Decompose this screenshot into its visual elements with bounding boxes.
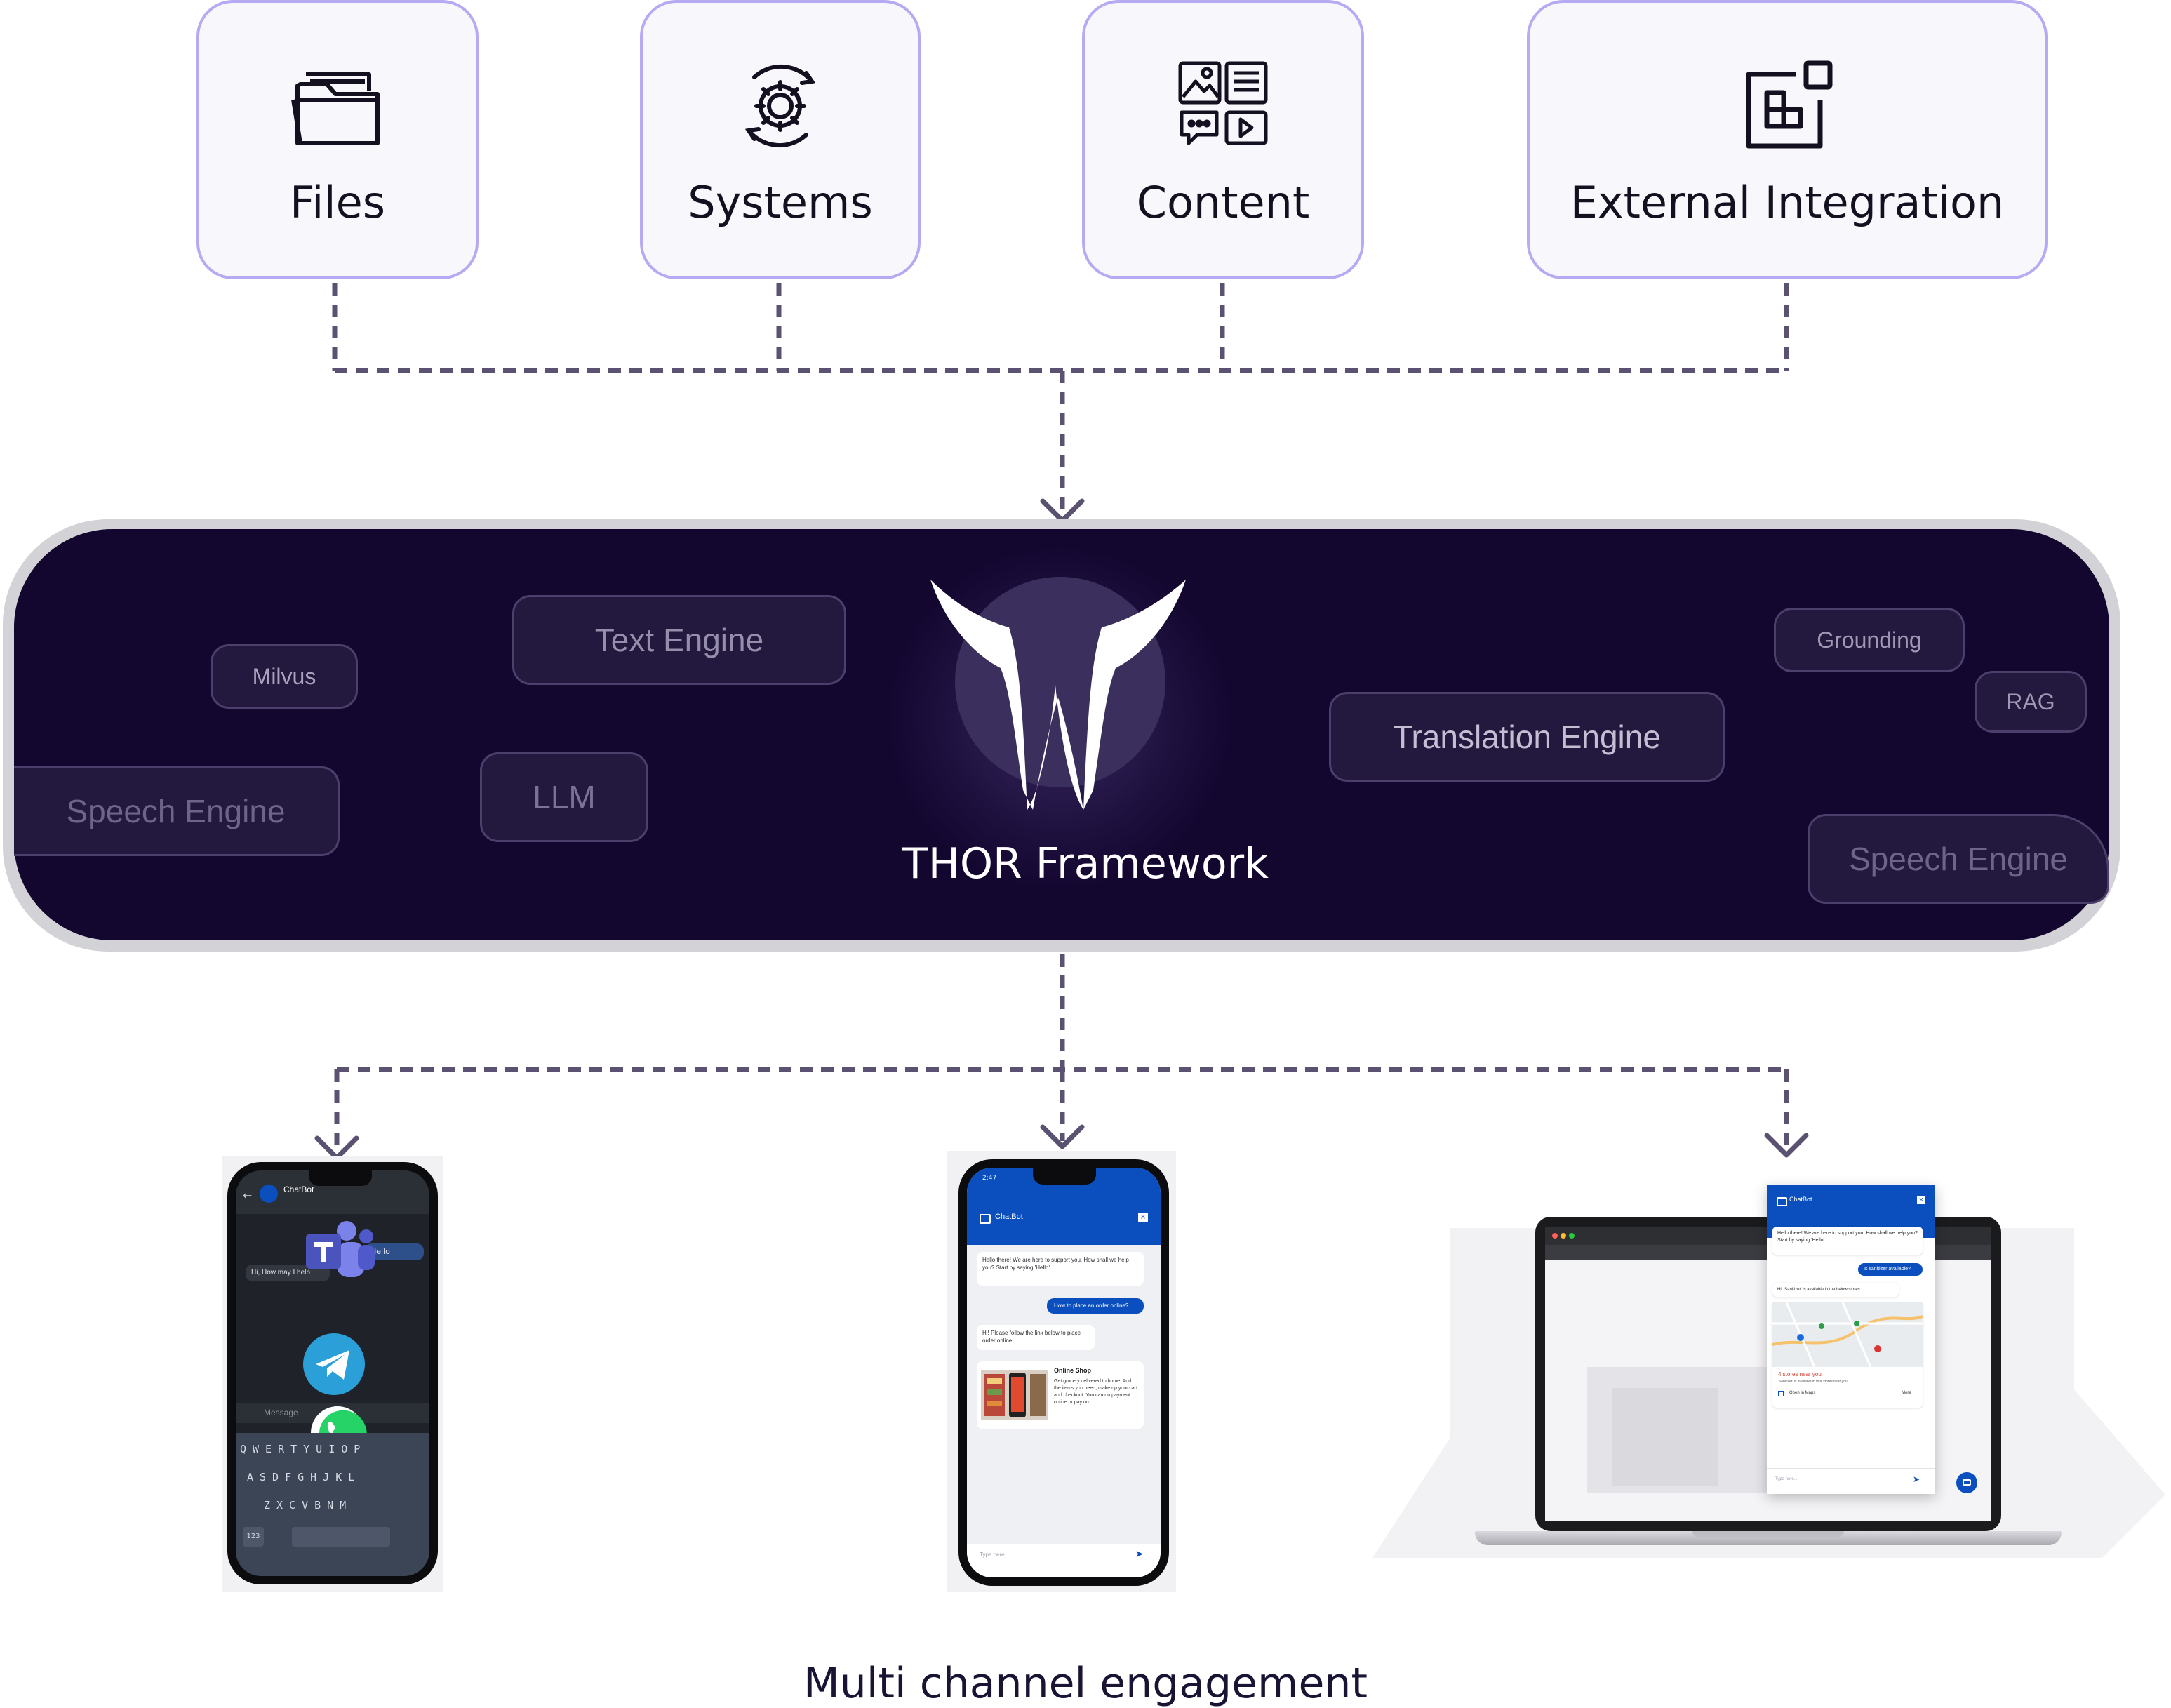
chat-icon xyxy=(980,1214,991,1224)
chip-translation-engine: Translation Engine xyxy=(1329,692,1725,782)
center-phone-screen: 2:47 ChatBot × Hello there! We are here … xyxy=(967,1168,1161,1577)
stores-card[interactable]: 4 stores near you 'Sanitizer' is availab… xyxy=(1772,1302,1923,1408)
close-icon[interactable]: × xyxy=(1138,1213,1148,1222)
status-time: 2:47 xyxy=(982,1175,997,1182)
center-phone: 2:47 ChatBot × Hello there! We are here … xyxy=(958,1159,1169,1586)
center-user-bubble: How to place an order online? xyxy=(1047,1298,1144,1314)
keyboard-num-key[interactable]: 123 xyxy=(243,1527,264,1547)
chip-grounding: Grounding xyxy=(1774,608,1965,672)
chip-speech-engine-left: Speech Engine xyxy=(14,766,340,856)
teams-icon[interactable] xyxy=(300,1218,378,1281)
window-close-dot[interactable] xyxy=(1552,1233,1558,1239)
source-label: Content xyxy=(1136,177,1310,228)
chip-text-engine: Text Engine xyxy=(512,595,846,685)
arrow-head-center-phone xyxy=(1040,1124,1085,1149)
keyboard-row-1[interactable]: QWERTYUIOP xyxy=(240,1443,367,1455)
left-phone: ← ChatBot Hello Hi, How may I help Messa… xyxy=(227,1162,438,1584)
left-bot-name: ChatBot xyxy=(283,1185,314,1194)
shop-image xyxy=(981,1370,1048,1420)
card-text: Get grocery delivered to home. Add the i… xyxy=(1054,1379,1138,1405)
keyboard-row-2[interactable]: ASDFGHJKL xyxy=(247,1471,361,1483)
window-max-dot[interactable] xyxy=(1569,1233,1575,1239)
keyboard-space-key[interactable] xyxy=(292,1527,390,1547)
stores-text: 'Sanitizer' is available in four stores … xyxy=(1778,1380,1848,1384)
laptop-chat-window: ChatBot × Hello there! We are here to su… xyxy=(1767,1185,1935,1494)
laptop-notch xyxy=(1692,1531,1844,1537)
online-shop-card[interactable]: Online Shop Get grocery delivered to hom… xyxy=(977,1361,1144,1429)
media-content-icon xyxy=(1178,61,1268,145)
arrow-head-laptop xyxy=(1764,1133,1809,1158)
source-box-files: Files xyxy=(196,0,479,279)
send-icon[interactable]: ➤ xyxy=(1913,1474,1920,1484)
source-label: External Integration xyxy=(1570,177,2005,228)
center-input-bar[interactable]: Type here... ➤ xyxy=(967,1544,1161,1577)
keyboard-row-3[interactable]: ZXCVBNM xyxy=(264,1499,353,1512)
source-label: Files xyxy=(289,177,386,228)
center-chat-header: 2:47 ChatBot × xyxy=(967,1168,1161,1245)
logo-disc xyxy=(955,577,1165,787)
page-placeholder-block xyxy=(1612,1388,1718,1486)
gear-cycle-icon xyxy=(744,64,816,148)
source-box-external-integration: External Integration xyxy=(1527,0,2048,279)
center-bot-bubble-1: Hello there! We are here to support you.… xyxy=(977,1252,1144,1286)
open-maps-link[interactable]: Open in Maps xyxy=(1789,1391,1816,1395)
center-bot-name: ChatBot xyxy=(995,1213,1023,1221)
left-phone-screen: ← ChatBot Hello Hi, How may I help Messa… xyxy=(236,1170,429,1576)
chip-rag: RAG xyxy=(1975,671,2087,733)
card-title: Online Shop xyxy=(1054,1367,1091,1374)
phone-notch xyxy=(1033,1168,1096,1185)
chip-llm: LLM xyxy=(480,752,648,842)
chat-icon xyxy=(1777,1197,1787,1206)
left-keyboard[interactable]: QWERTYUIOP ASDFGHJKL ZXCVBNM 123 xyxy=(236,1433,429,1576)
close-icon[interactable]: × xyxy=(1917,1196,1925,1204)
chip-milvus: Milvus xyxy=(211,644,358,709)
chip-speech-engine-right: Speech Engine xyxy=(1808,814,2109,904)
center-input-field[interactable]: Type here... xyxy=(980,1552,1010,1558)
bot-avatar xyxy=(260,1185,278,1203)
phone-notch xyxy=(309,1170,372,1186)
source-box-systems: Systems xyxy=(640,0,921,279)
laptop-bot-name: ChatBot xyxy=(1789,1196,1812,1203)
window-min-dot[interactable] xyxy=(1561,1233,1566,1239)
left-message-input[interactable]: Message xyxy=(264,1408,298,1417)
back-arrow-icon[interactable]: ← xyxy=(243,1189,253,1202)
stores-title: 4 stores near you xyxy=(1778,1371,1822,1377)
laptop-base xyxy=(1475,1531,2062,1545)
integration-blocks-icon xyxy=(1746,60,1833,149)
center-bot-bubble-2: Hi! Please follow the link below to plac… xyxy=(977,1325,1095,1350)
folder-icon xyxy=(291,72,380,145)
laptop-bot-bubble-1: Hello there! We are here to support you.… xyxy=(1772,1227,1923,1255)
map-image[interactable] xyxy=(1772,1302,1923,1367)
framework-title: THOR Framework xyxy=(902,839,1269,888)
more-link[interactable]: More xyxy=(1902,1391,1911,1395)
left-chat-header: ← ChatBot xyxy=(236,1170,429,1214)
send-icon[interactable]: ➤ xyxy=(1135,1549,1144,1560)
laptop-bot-bubble-2: Hi, 'Sanitizer' is available in the belo… xyxy=(1772,1283,1899,1297)
open-maps-icon[interactable] xyxy=(1778,1391,1784,1396)
source-box-content: Content xyxy=(1082,0,1364,279)
chat-icon xyxy=(1963,1479,1971,1486)
laptop-user-bubble: Is sanitizer available? xyxy=(1858,1263,1923,1276)
source-label: Systems xyxy=(688,177,873,228)
laptop-input-bar[interactable]: Type here... ➤ xyxy=(1767,1468,1935,1494)
chat-launcher-button[interactable] xyxy=(1956,1472,1977,1493)
thor-logo-icon xyxy=(930,580,1186,810)
laptop-input-field[interactable]: Type here... xyxy=(1775,1477,1798,1481)
channels-title: Multi channel engagement xyxy=(803,1659,1368,1708)
telegram-icon[interactable] xyxy=(302,1332,366,1396)
